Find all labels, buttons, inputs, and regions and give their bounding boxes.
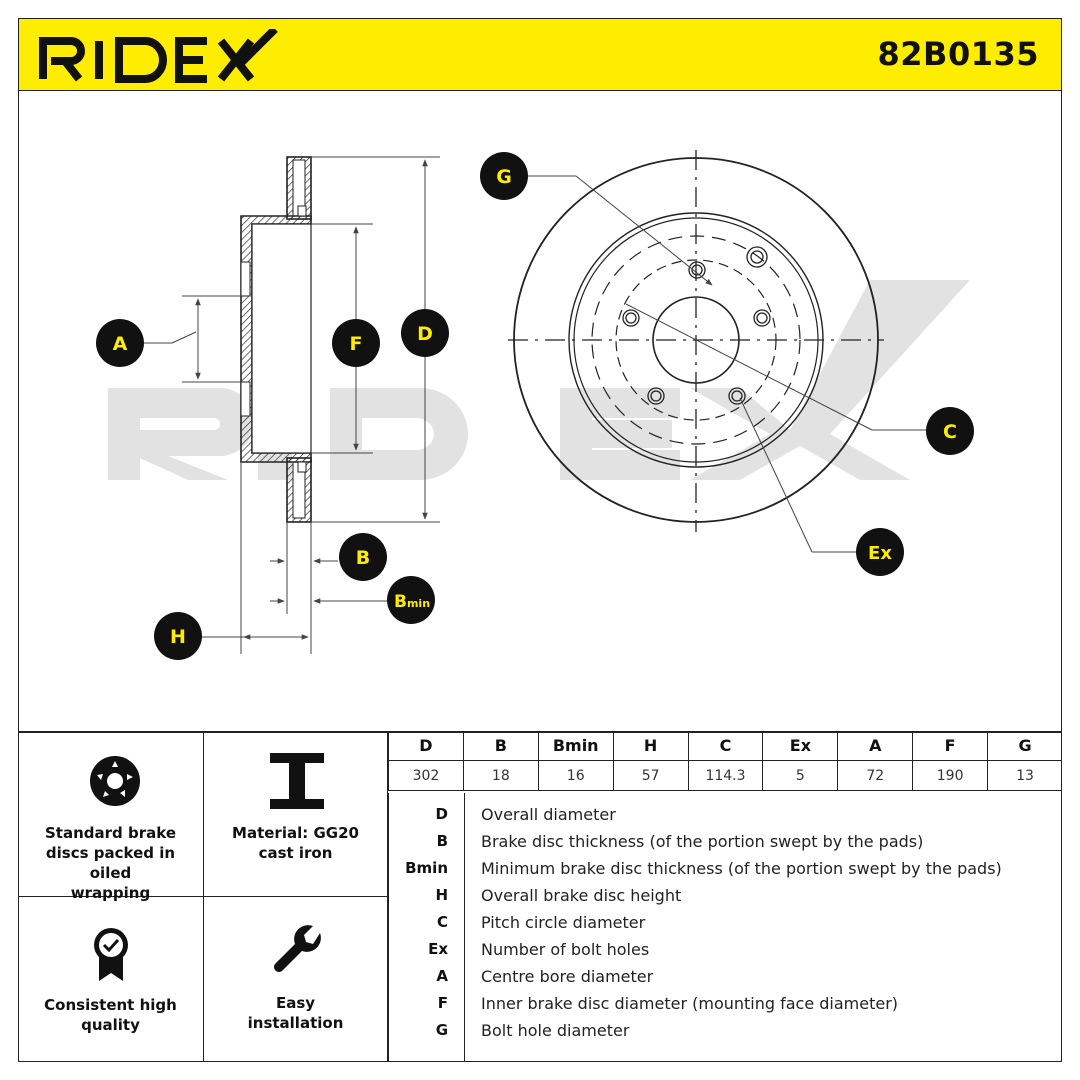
- bottom-section: Standard brake discs packed in oiled wra…: [18, 731, 1062, 1062]
- feature-label-line: quality: [81, 1016, 140, 1034]
- spec-value-row: 302 18 16 57 114.3 5 72 190 13: [388, 760, 1062, 791]
- legend-row: H Overall brake disc height: [389, 882, 1063, 909]
- part-number: 82B0135: [877, 35, 1039, 73]
- legend-row: C Pitch circle diameter: [389, 909, 1063, 936]
- legend-description: Pitch circle diameter: [481, 913, 646, 932]
- feature-label-line: cast iron: [258, 844, 333, 862]
- legend-description: Overall brake disc height: [481, 886, 682, 905]
- spec-value: 13: [987, 760, 1062, 791]
- legend-description: Inner brake disc diameter (mounting face…: [481, 994, 899, 1013]
- spec-header: G: [987, 731, 1062, 761]
- legend-key: A: [436, 967, 448, 985]
- spec-value: 5: [762, 760, 839, 791]
- legend-row: Bmin Minimum brake disc thickness (of th…: [389, 855, 1063, 882]
- feature-label-line: Easy: [275, 994, 316, 1012]
- legend-key: C: [436, 913, 448, 931]
- feature-label-line: installation: [247, 1014, 344, 1032]
- legend-row: D Overall diameter: [389, 801, 1063, 828]
- spec-value: 114.3: [687, 760, 764, 791]
- legend-row: G Bolt hole diameter: [389, 1017, 1063, 1044]
- legend-row: B Brake disc thickness (of the portion s…: [389, 828, 1063, 855]
- feature-label-line: discs packed in oiled: [45, 844, 176, 882]
- legend-key: D: [435, 805, 448, 823]
- spec-header-row: D B Bmin H C Ex A F G: [388, 731, 1062, 761]
- legend-key: Bmin: [405, 859, 448, 877]
- spec-value: 16: [537, 760, 614, 791]
- product-sheet: 82B0135: [18, 18, 1062, 1062]
- spec-header: A: [837, 731, 914, 761]
- spec-header: D: [388, 731, 464, 761]
- feature-oiled-wrapping: Standard brake discs packed in oiled wra…: [18, 731, 204, 902]
- spec-header: C: [687, 731, 764, 761]
- legend-description: Bolt hole diameter: [481, 1021, 630, 1040]
- spec-table: D B Bmin H C Ex A F G 302 18 16 57 114.3…: [388, 731, 1062, 791]
- spec-value: 18: [462, 760, 539, 791]
- legend-key: G: [435, 1021, 448, 1039]
- wrench-icon: [274, 925, 321, 972]
- i-beam-icon: [270, 753, 324, 809]
- feature-quality: Consistent high quality: [18, 897, 204, 1062]
- legend-divider: [464, 793, 465, 1062]
- legend-key: B: [436, 832, 448, 850]
- legend: D Overall diameter B Brake disc thicknes…: [388, 793, 1062, 1062]
- legend-description: Brake disc thickness (of the portion swe…: [481, 832, 924, 851]
- quality-badge-icon: [94, 928, 128, 981]
- legend-description: Centre bore diameter: [481, 967, 654, 986]
- legend-description: Overall diameter: [481, 805, 616, 824]
- spec-header: H: [612, 731, 689, 761]
- feature-label-line: Material: GG20: [232, 824, 359, 842]
- legend-description: Number of bolt holes: [481, 940, 650, 959]
- legend-row: F Inner brake disc diameter (mounting fa…: [389, 990, 1063, 1017]
- legend-key: Ex: [428, 940, 448, 958]
- spec-header: F: [912, 731, 989, 761]
- feature-label-line: Consistent high: [44, 996, 177, 1014]
- feature-label-line: wrapping: [70, 884, 151, 902]
- legend-key: F: [437, 994, 448, 1012]
- spec-value: 190: [912, 760, 989, 791]
- legend-key: H: [435, 886, 448, 904]
- spec-value: 57: [612, 760, 689, 791]
- header-bar: 82B0135: [19, 19, 1061, 91]
- spec-header: B: [462, 731, 539, 761]
- spec-value: 72: [837, 760, 914, 791]
- feature-material: Material: GG20 cast iron: [204, 731, 388, 897]
- spec-header: Bmin: [537, 731, 614, 761]
- spec-header: Ex: [762, 731, 839, 761]
- spec-value: 302: [388, 760, 464, 791]
- legend-description: Minimum brake disc thickness (of the por…: [481, 859, 1002, 878]
- feature-label-line: Standard brake: [45, 824, 176, 842]
- ridex-logo: [39, 29, 278, 83]
- legend-row: Ex Number of bolt holes: [389, 936, 1063, 963]
- oiled-disc-icon: [90, 756, 140, 806]
- feature-installation: Easy installation: [204, 897, 388, 1062]
- legend-row: A Centre bore diameter: [389, 963, 1063, 990]
